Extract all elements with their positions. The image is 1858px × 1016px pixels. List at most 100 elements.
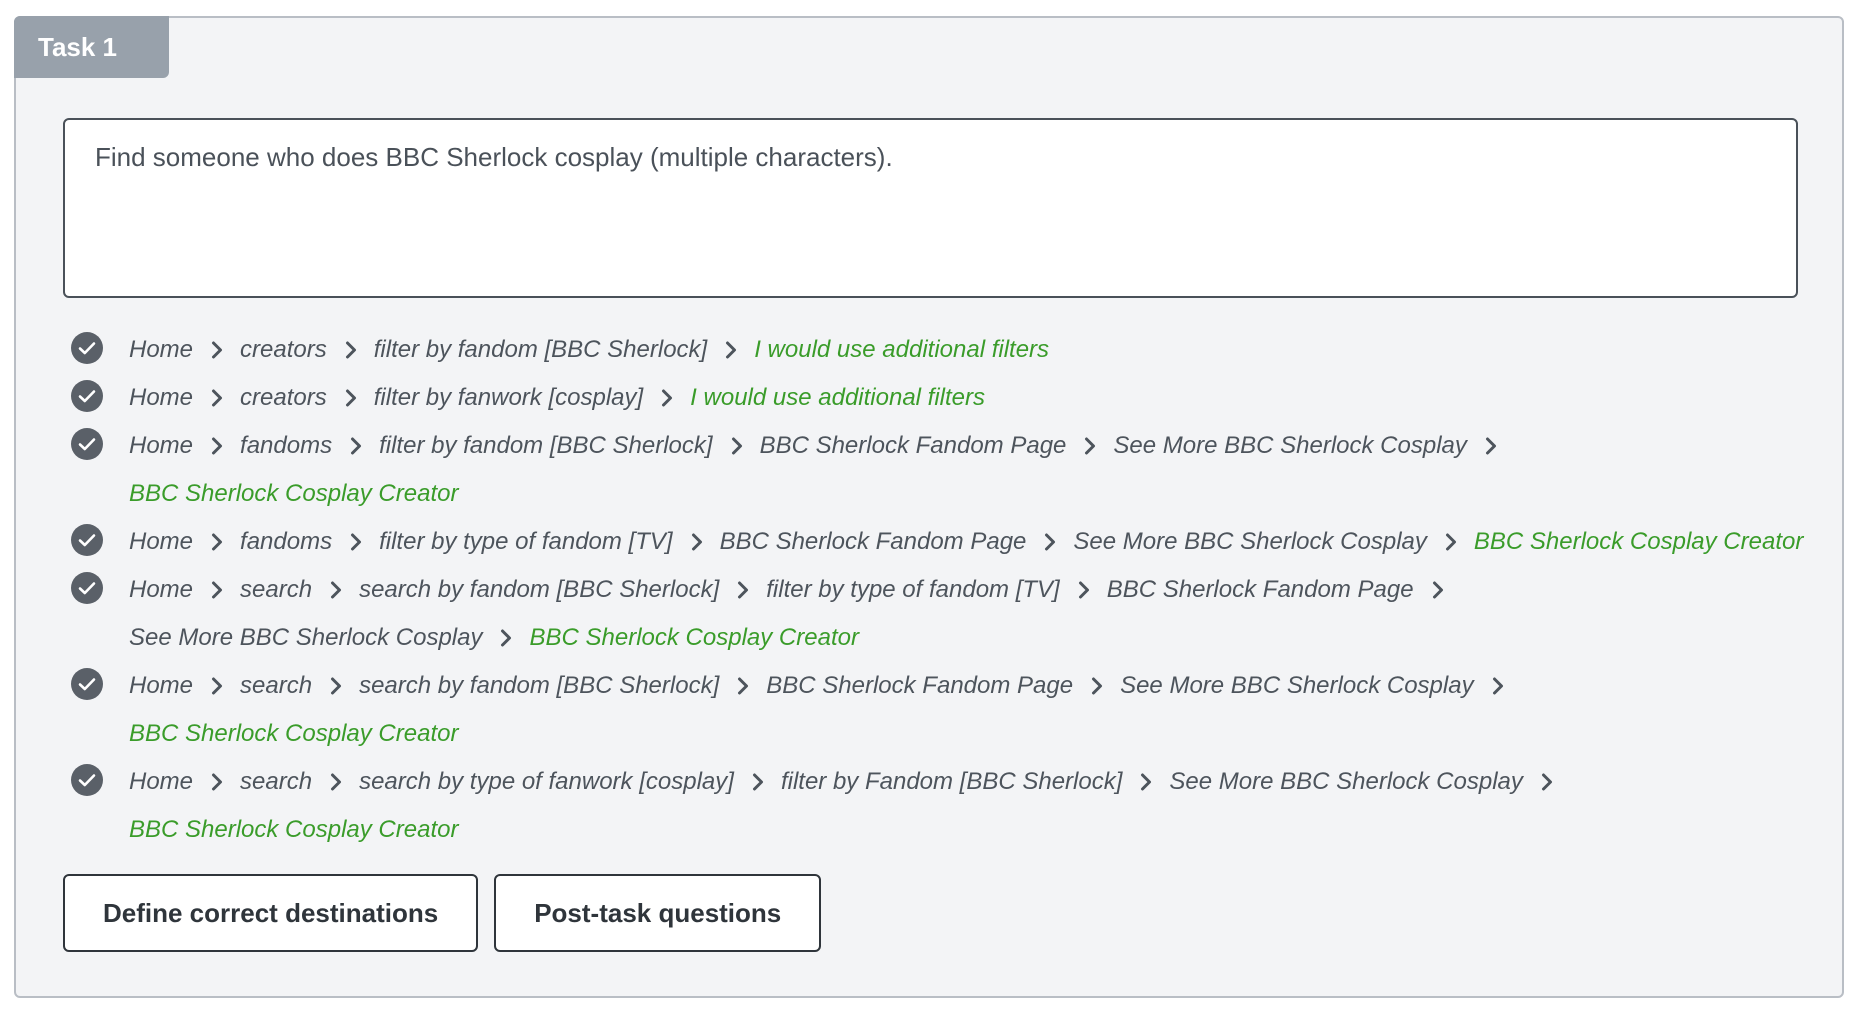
chevron-right-icon [211,437,223,455]
path-step: BBC Sherlock Fandom Page [766,662,1120,710]
chevron-right-icon [752,773,764,791]
chevron-right-icon [345,341,357,359]
path-step-label: search [240,576,313,603]
chevron-right-icon [211,533,223,551]
path-step-label: filter by fandom [BBC Sherlock] [373,336,708,363]
path-step-label: Home [129,384,194,411]
path-step-label: search by type of fanwork [cosplay] [359,768,734,795]
path-destination-label: BBC Sherlock Cosplay Creator [1473,528,1804,555]
path-destination-label: I would use additional filters [690,384,986,411]
chevron-right-icon [211,773,223,791]
path-step: See More BBC Sherlock Cosplay [129,614,529,662]
path-step: BBC Sherlock Fandom Page [720,518,1074,566]
path-step: Home [129,758,240,806]
task-actions: Define correct destinations Post-task qu… [63,874,822,952]
chevron-right-icon [1084,437,1096,455]
chevron-right-icon [211,341,223,359]
chevron-right-icon [350,533,362,551]
path-step: Home [129,326,240,374]
chevron-right-icon [1492,677,1504,695]
path-step-label: filter by Fandom [BBC Sherlock] [780,768,1123,795]
chevron-right-icon [1044,533,1056,551]
path-step: search [240,566,359,614]
path-step-label: filter by fandom [BBC Sherlock] [379,432,713,459]
path-step: See More BBC Sherlock Cosplay [1120,662,1520,710]
path-step: BBC Sherlock Cosplay Creator [129,806,458,854]
path-step: Home [129,518,240,566]
chevron-right-icon [211,581,223,599]
path-step-label: search by fandom [BBC Sherlock] [359,672,720,699]
path-step-label: See More BBC Sherlock Cosplay [1169,768,1523,795]
path-step: BBC Sherlock Fandom Page [760,422,1114,470]
chevron-right-icon [1432,581,1444,599]
path-step: filter by type of fandom [TV] [766,566,1106,614]
path-destination-label: BBC Sherlock Cosplay Creator [129,720,459,747]
path-step: BBC Sherlock Fandom Page [1107,566,1461,614]
path-step: filter by fandom [BBC Sherlock] [374,326,754,374]
path-destination-label: BBC Sherlock Cosplay Creator [129,480,459,507]
path-step-label: Home [129,336,194,363]
path-step: Home [129,422,240,470]
path-step: Home [129,662,240,710]
path-destination-label: BBC Sherlock Cosplay Creator [529,624,859,651]
path-step: search by fandom [BBC Sherlock] [359,566,766,614]
path-step-label: creators [240,384,327,411]
path-step-label: filter by type of fandom [TV] [379,528,673,555]
path-step: I would use additional filters [690,374,985,422]
path-step: BBC Sherlock Cosplay Creator [129,470,458,518]
check-circle-icon [71,668,103,700]
path-step: search by fandom [BBC Sherlock] [359,662,766,710]
chevron-right-icon [1140,773,1152,791]
check-circle-icon [71,380,103,412]
path-step: BBC Sherlock Cosplay Creator [529,614,858,662]
chevron-right-icon [330,773,342,791]
path-row: Home creators filter by fanwork [cosplay] I… [63,374,1823,422]
path-step-label: See More BBC Sherlock Cosplay [1120,672,1474,699]
chevron-right-icon [330,581,342,599]
path-step: fandoms [240,422,379,470]
path-step: filter by type of fandom [TV] [379,518,719,566]
path-step: BBC Sherlock Cosplay Creator [1474,518,1803,566]
chevron-right-icon [1445,533,1457,551]
chevron-right-icon [1541,773,1553,791]
task-panel: Task 1 Find someone who does BBC Sherloc… [14,16,1844,998]
path-step-label: BBC Sherlock Fandom Page [1106,576,1414,603]
check-circle-icon [71,572,103,604]
path-step-label: See More BBC Sherlock Cosplay [129,624,483,651]
path-step: Home [129,566,240,614]
chevron-right-icon [1078,581,1090,599]
path-destination-label: I would use additional filters [754,336,1050,363]
chevron-right-icon [211,389,223,407]
path-step: filter by Fandom [BBC Sherlock] [781,758,1169,806]
path-row: Home creators filter by fandom [BBC Sherlo… [63,326,1823,374]
path-step-label: Home [129,432,194,459]
path-step-label: filter by fanwork [cosplay] [373,384,644,411]
post-task-questions-button[interactable]: Post-task questions [494,874,822,952]
chevron-right-icon [211,677,223,695]
check-circle-icon [71,428,103,460]
path-step-label: creators [240,336,327,363]
path-step-label: See More BBC Sherlock Cosplay [1113,432,1467,459]
check-circle-icon [71,524,103,556]
check-circle-icon [71,332,103,364]
chevron-right-icon [345,389,357,407]
path-step: I would use additional filters [754,326,1049,374]
path-step: See More BBC Sherlock Cosplay [1169,758,1569,806]
chevron-right-icon [1091,677,1103,695]
path-step: filter by fanwork [cosplay] [374,374,690,422]
chevron-right-icon [500,629,512,647]
path-destination-label: BBC Sherlock Cosplay Creator [129,816,459,843]
path-step-label: Home [129,528,194,555]
path-step: See More BBC Sherlock Cosplay [1113,422,1513,470]
path-step-label: BBC Sherlock Fandom Page [759,432,1067,459]
chevron-right-icon [725,341,737,359]
task-description: Find someone who does BBC Sherlock cospl… [95,142,893,172]
path-step-label: search [240,672,313,699]
task-description-box: Find someone who does BBC Sherlock cospl… [63,118,1798,298]
define-correct-destinations-button[interactable]: Define correct destinations [63,874,479,952]
path-step-label: search [240,768,313,795]
